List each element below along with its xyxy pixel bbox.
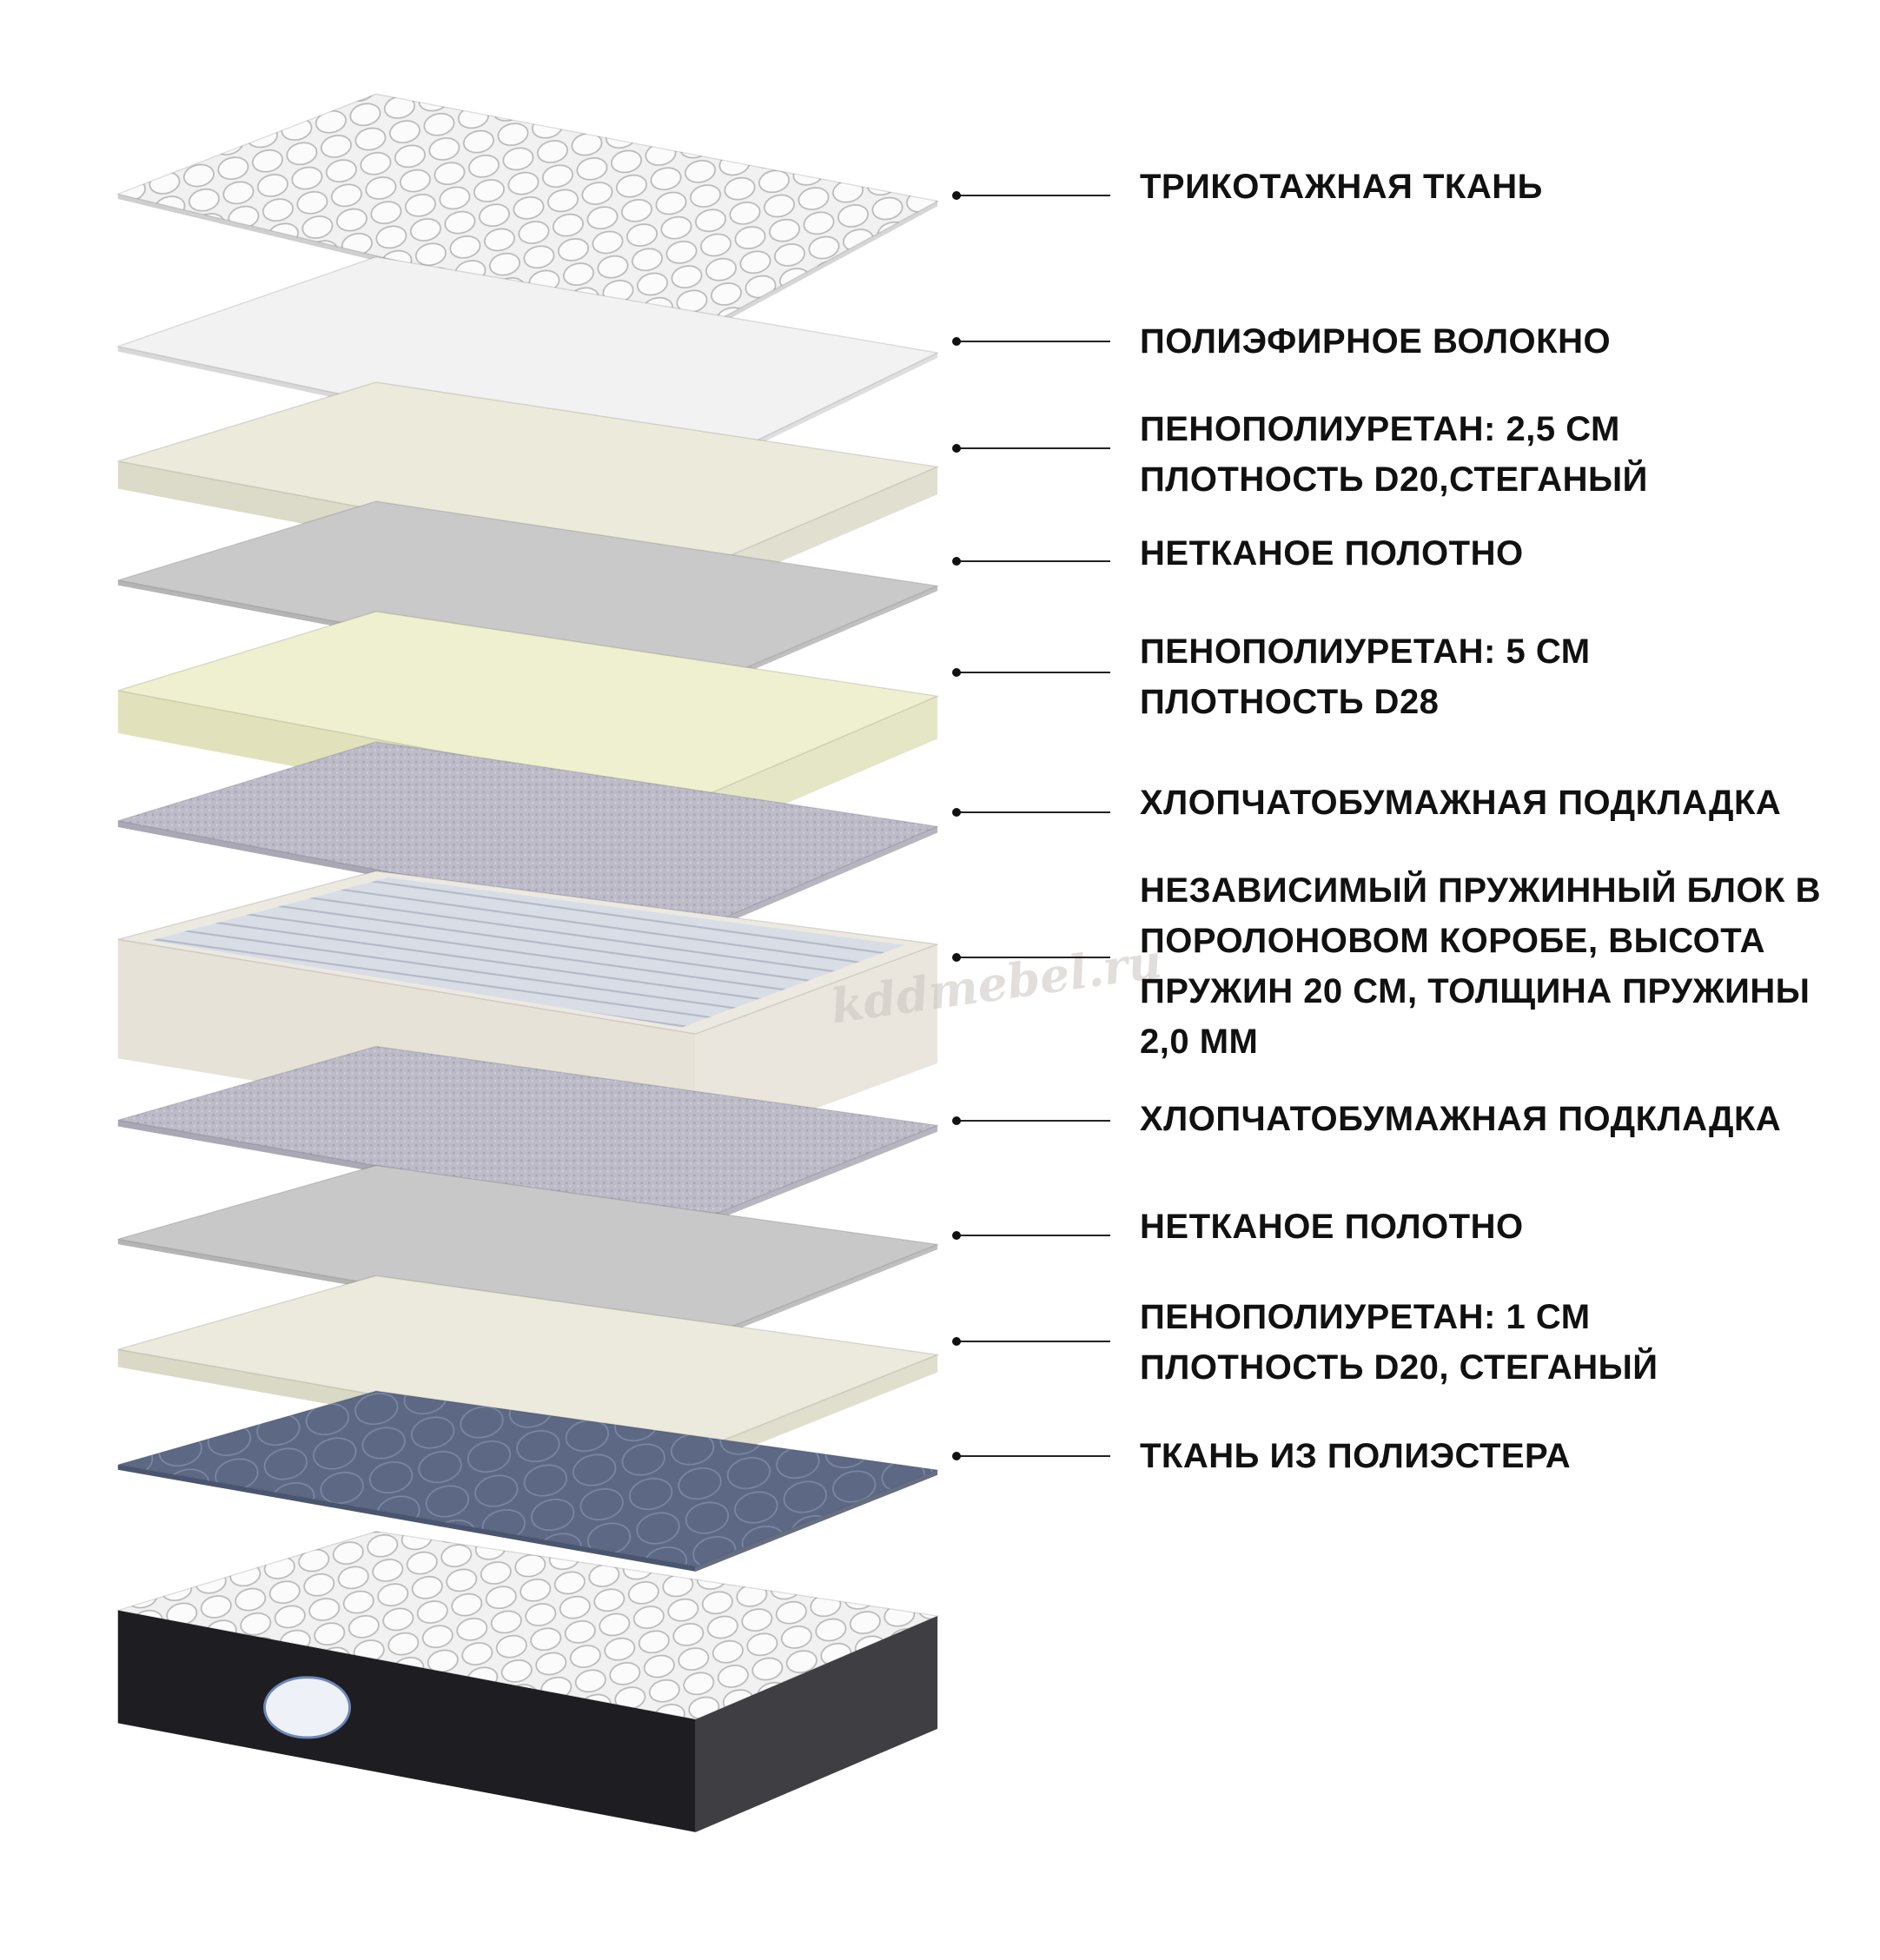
layer-label-line: ПРУЖИН 20 СМ, ТОЛЩИНА ПРУЖИНЫ: [1140, 972, 1810, 1010]
layer-label: ТРИКОТАЖНАЯ ТКАНЬ: [1140, 162, 1543, 212]
layer-label-line: ПОЛИЭФИРНОЕ ВОЛОКНО: [1140, 322, 1612, 361]
layer-label-line: НЕТКАНОЕ ПОЛОТНО: [1140, 534, 1524, 573]
leader-line: [952, 191, 1110, 200]
leader-line: [952, 444, 1110, 453]
assembled-mattress: [117, 1530, 940, 1832]
layer-label: НЕТКАНОЕ ПОЛОТНО: [1140, 528, 1524, 579]
layer-label-line: 2,0 ММ: [1140, 1023, 1259, 1061]
layer-label-line: ХЛОПЧАТОБУМАЖНАЯ ПОДКЛАДКА: [1140, 1100, 1782, 1138]
layer-label-line: ПЕНОПОЛИУРЕТАН: 1 СМ: [1140, 1298, 1591, 1336]
layer-label-line: ТРИКОТАЖНАЯ ТКАНЬ: [1140, 168, 1543, 206]
leader-line: [952, 668, 1110, 677]
layer-label: ПЕНОПОЛИУРЕТАН: 1 СМ ПЛОТНОСТЬ D20, СТЕГА…: [1140, 1292, 1658, 1393]
layer-label-line: ПЕНОПОЛИУРЕТАН: 5 СМ: [1140, 632, 1591, 671]
leader-line: [952, 1337, 1110, 1346]
layer-label: ХЛОПЧАТОБУМАЖНАЯ ПОДКЛАДКА: [1140, 778, 1781, 828]
leader-line: [952, 1452, 1110, 1460]
layer-label: НЕЗАВИСИМЫЙ ПРУЖИННЫЙ БЛОК В ПОРОЛОНОВОМ …: [1140, 865, 1821, 1067]
leader-line: [952, 557, 1110, 566]
layer-label: ПЕНОПОЛИУРЕТАН: 5 СМ ПЛОТНОСТЬ D28: [1140, 626, 1591, 727]
layer-label: ПЕНОПОЛИУРЕТАН: 2,5 СМ ПЛОТНОСТЬ D20,СТЕГ…: [1140, 404, 1648, 505]
leader-line: [952, 953, 1110, 962]
layer-label-line: НЕТКАНОЕ ПОЛОТНО: [1140, 1208, 1524, 1246]
layer-label-line: ПЕНОПОЛИУРЕТАН: 2,5 СМ: [1140, 410, 1620, 448]
layer-label-line: ХЛОПЧАТОБУМАЖНАЯ ПОДКЛАДКА: [1140, 784, 1782, 822]
leader-line: [952, 808, 1110, 817]
layer-label: ТКАНЬ ИЗ ПОЛИЭСТЕРА: [1140, 1431, 1571, 1481]
layer-label: ПОЛИЭФИРНОЕ ВОЛОКНО: [1140, 316, 1611, 367]
layer-label: НЕТКАНОЕ ПОЛОТНО: [1140, 1202, 1524, 1252]
brand-logo-badge: [263, 1676, 352, 1739]
layer-label-line: ПЛОТНОСТЬ D28: [1140, 683, 1440, 721]
leader-line: [952, 337, 1110, 346]
layer-label-line: ПОРОЛОНОВОМ КОРОБЕ, ВЫСОТА: [1140, 922, 1766, 960]
leader-line: [952, 1116, 1110, 1125]
layer-label-line: ПЛОТНОСТЬ D20, СТЕГАНЫЙ: [1140, 1348, 1658, 1387]
leader-line: [952, 1231, 1110, 1240]
layer-label-line: ПЛОТНОСТЬ D20,СТЕГАНЫЙ: [1140, 460, 1648, 499]
layer-label-line: НЕЗАВИСИМЫЙ ПРУЖИННЫЙ БЛОК В: [1140, 871, 1821, 910]
polyester-fabric-layer: [117, 1390, 940, 1572]
layer-label-line: ТКАНЬ ИЗ ПОЛИЭСТЕРА: [1140, 1437, 1572, 1475]
layer-label: ХЛОПЧАТОБУМАЖНАЯ ПОДКЛАДКА: [1140, 1094, 1781, 1144]
